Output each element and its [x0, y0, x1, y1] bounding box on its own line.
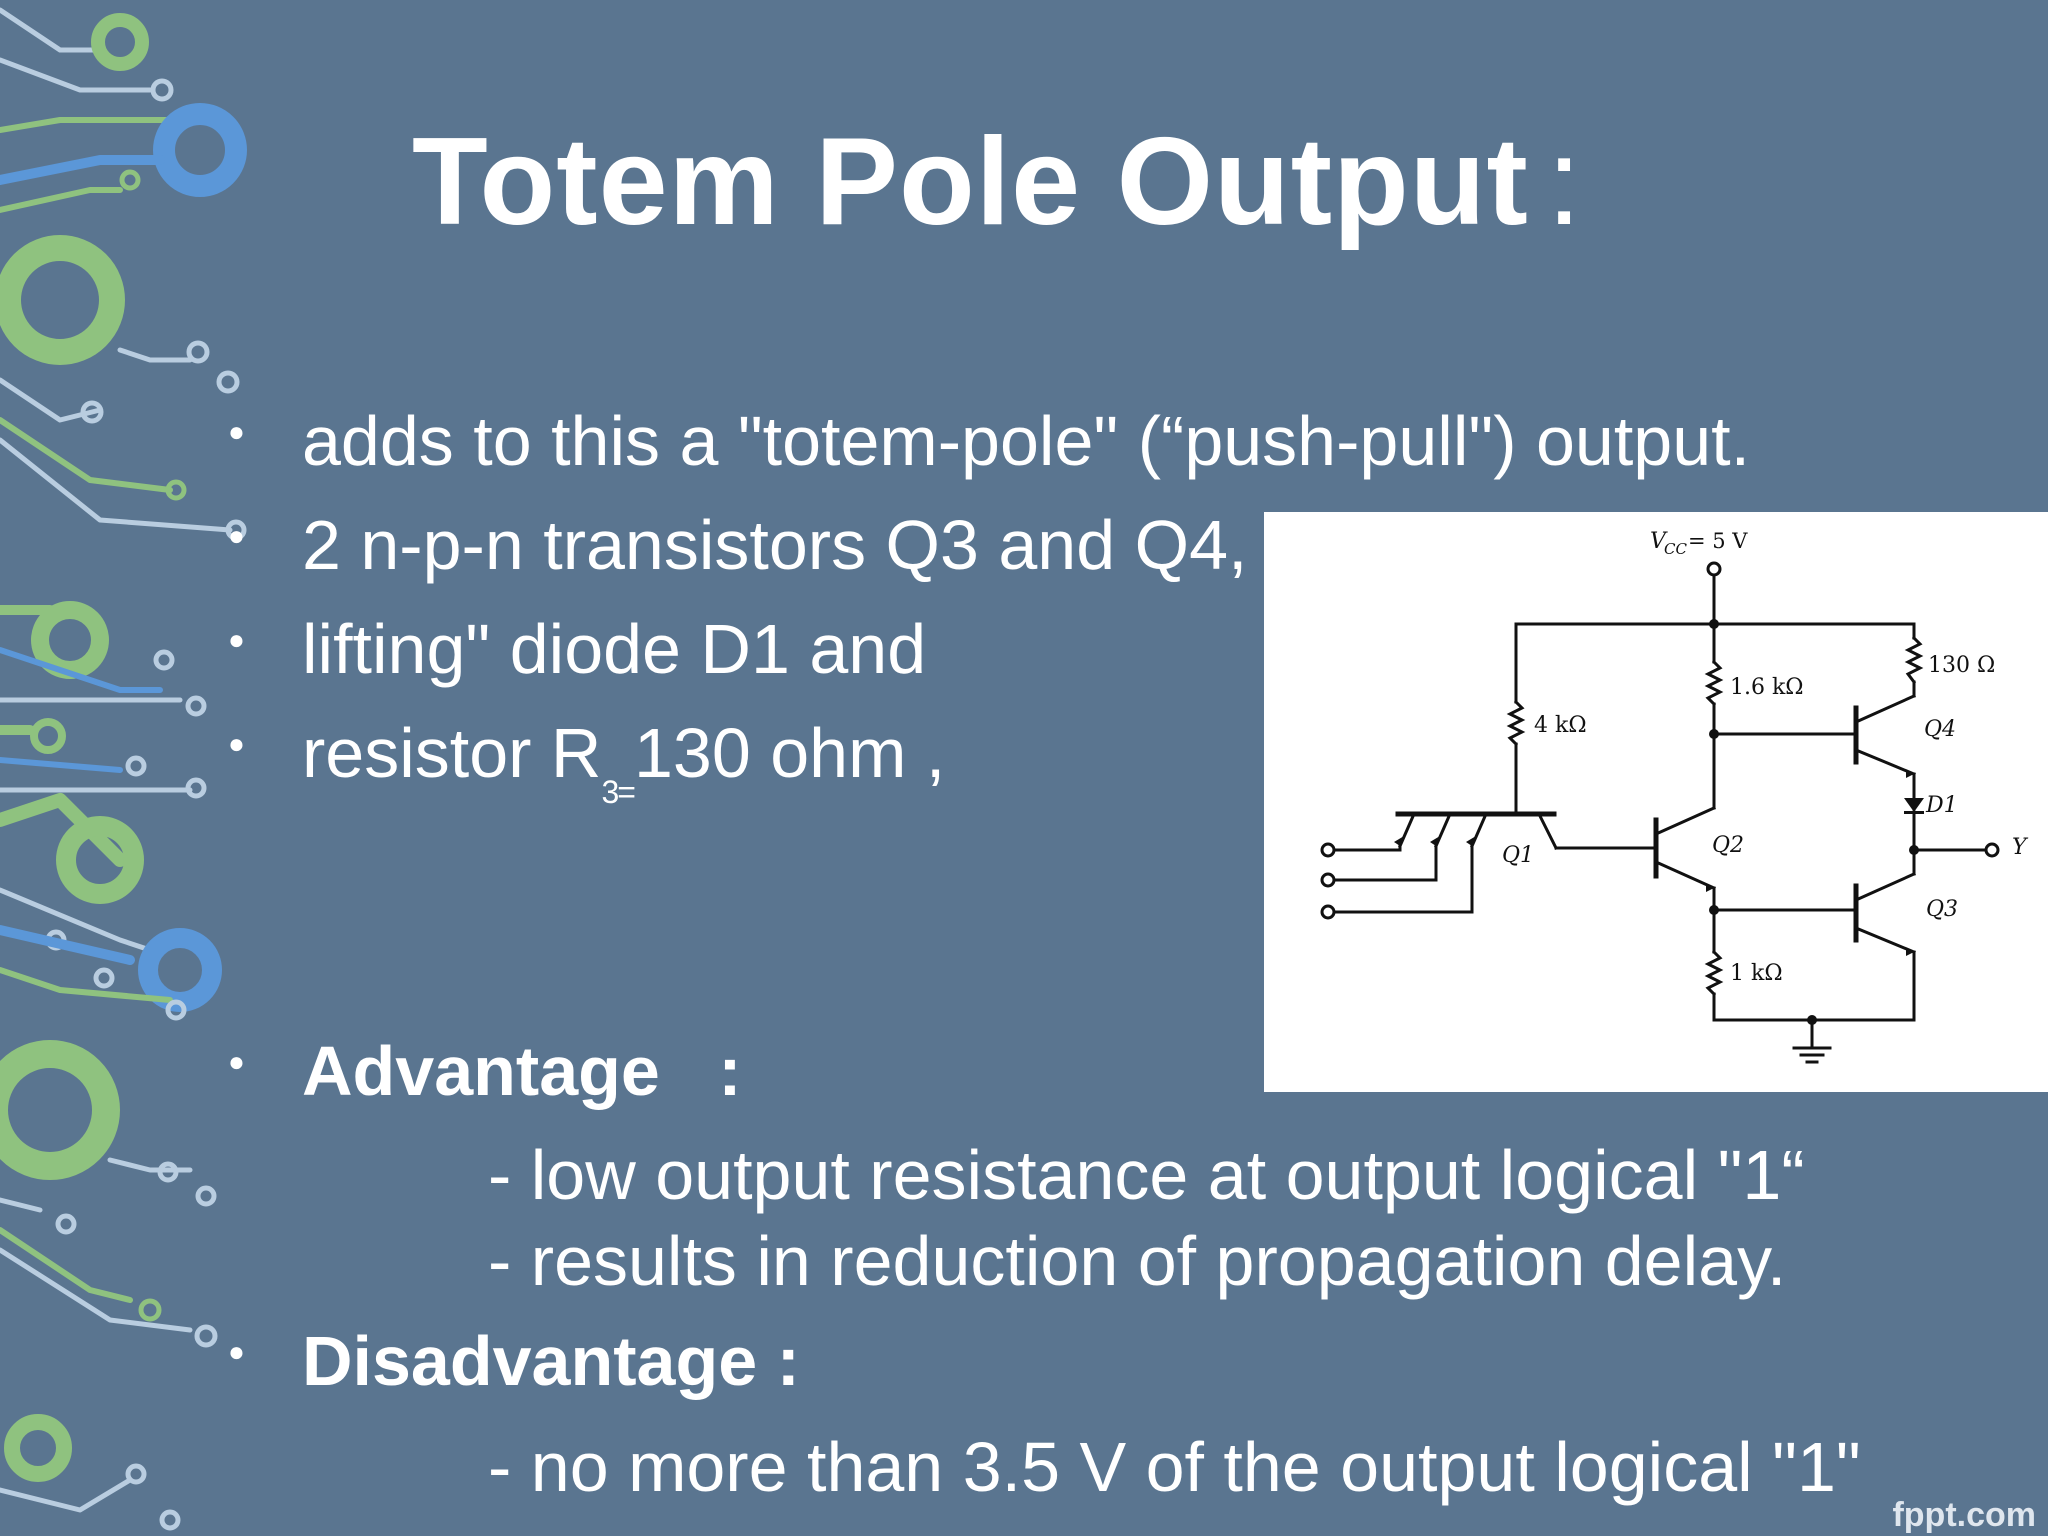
- resistor-4k-label: 4 kΩ: [1534, 713, 1587, 738]
- resistor-1k-label: 1 kΩ: [1730, 961, 1783, 986]
- bullet-dot: ●: [228, 520, 245, 551]
- bullet-text: adds to this a "totem-pole" (“push-pull"…: [302, 402, 1751, 480]
- resistor-subscript: 3=: [601, 774, 636, 810]
- bullet-dot: ●: [228, 624, 245, 655]
- bullet-text: 2 n-p-n transistors Q3 and Q4,: [302, 506, 1248, 584]
- q2-label: Q2: [1712, 833, 1744, 858]
- vcc-label: V: [1650, 529, 1668, 554]
- slide-title-text: Totem Pole Output: [412, 113, 1529, 251]
- resistor-1-6k-label: 1.6 kΩ: [1730, 675, 1804, 700]
- disadvantage-heading: Disadvantage :: [302, 1322, 800, 1400]
- slide-title: Totem Pole Output:: [412, 120, 1582, 244]
- bullet-dot: ●: [228, 1046, 245, 1077]
- bullet-dot: ●: [228, 416, 245, 447]
- q1-label: Q1: [1502, 843, 1534, 868]
- q3-label: Q3: [1926, 897, 1958, 922]
- resistor-130-label: 130 Ω: [1928, 653, 1995, 678]
- bullet-dot: ●: [228, 728, 245, 759]
- advantage-heading: Advantage :: [302, 1032, 742, 1110]
- bullet-text: lifting" diode D1 and: [302, 610, 927, 688]
- slide-title-colon: :: [1546, 113, 1583, 251]
- resistor-suffix: 130 ohm ,: [633, 714, 946, 792]
- vcc-subscript: CC: [1664, 540, 1687, 558]
- q4-label: Q4: [1924, 717, 1956, 742]
- bullet-dot: ●: [228, 1336, 245, 1367]
- resistor-prefix: resistor R: [302, 714, 602, 792]
- circuit-trace-decoration: [0, 7, 247, 1531]
- output-y-label: Y: [2012, 835, 2029, 860]
- disadvantage-line: - no more than 3.5 V of the output logic…: [488, 1428, 1861, 1506]
- advantage-line: - results in reduction of propagation de…: [488, 1222, 1787, 1300]
- vcc-value: = 5 V: [1688, 529, 1748, 553]
- bullet-text-resistor: resistor R3=130 ohm ,: [302, 718, 945, 808]
- circuit-diagram: V CC = 5 V 130 Ω 1.6 kΩ 4 kΩ 1 kΩ Q1 Q2 …: [1264, 512, 2048, 1092]
- advantage-line: - low output resistance at output logica…: [488, 1136, 1805, 1214]
- d1-label: D1: [1925, 793, 1958, 818]
- footer-watermark: fppt.com: [1892, 1496, 2036, 1534]
- ttl-totem-pole-schematic: V CC = 5 V 130 Ω 1.6 kΩ 4 kΩ 1 kΩ Q1 Q2 …: [1320, 529, 2029, 1064]
